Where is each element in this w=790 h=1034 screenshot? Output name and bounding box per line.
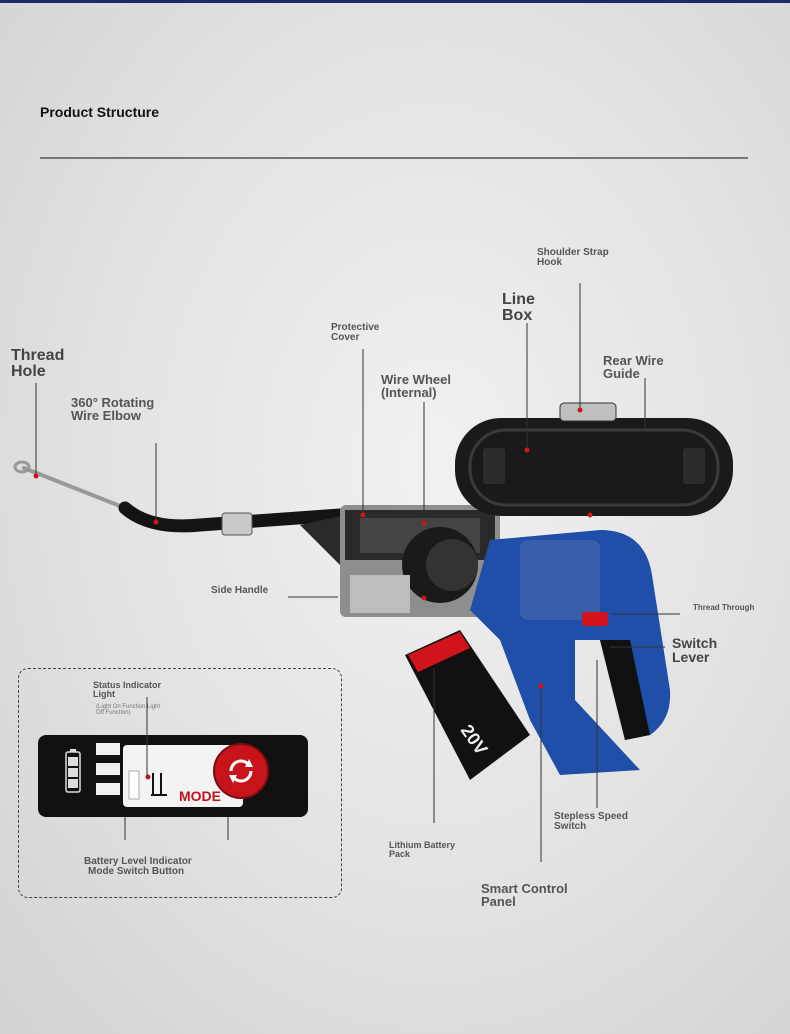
- page-title: Product Structure: [40, 104, 160, 120]
- label-protective-cover: Protective Cover: [331, 322, 380, 343]
- line-box: [455, 402, 733, 516]
- label-status-indicator: Status Indicator Light: [93, 680, 162, 699]
- label-rotating-elbow: 360° Rotating Wire Elbow: [71, 395, 155, 423]
- label-wire-wheel: Wire Wheel (Internal): [381, 372, 451, 400]
- status-indicator-icon: [128, 770, 167, 800]
- wire-elbow-hose: [118, 501, 347, 533]
- battery-pack: 20V: [405, 630, 530, 780]
- label-shoulder-strap-hook: Shoulder Strap Hook: [537, 247, 609, 268]
- label-thread-through: Thread Through: [693, 603, 755, 612]
- battery-level-bar: [96, 743, 120, 755]
- label-line-box: Line Box: [502, 291, 535, 324]
- label-smart-control-panel: Smart Control Panel: [481, 881, 568, 909]
- battery-level-bar: [96, 763, 120, 775]
- thread-rod: [13, 460, 127, 510]
- label-stepless-speed-switch: Stepless Speed Switch: [554, 811, 628, 832]
- motor-housing: [340, 505, 500, 617]
- control-panel: MODE: [38, 735, 308, 817]
- refresh-icon: [229, 759, 253, 783]
- mode-text: MODE: [179, 788, 221, 804]
- title-divider: [40, 157, 748, 159]
- mode-switch-button[interactable]: [213, 743, 269, 799]
- label-side-handle: Side Handle: [211, 585, 269, 596]
- marker-dots: [33, 407, 593, 689]
- label-status-indicator-note: (Light On Function Light Off Function): [96, 704, 161, 716]
- front-bracket: [300, 515, 345, 570]
- control-panel-inset: [18, 668, 342, 898]
- battery-level-bar: [96, 783, 120, 795]
- top-accent-bar: [0, 0, 790, 3]
- main-body: [470, 530, 671, 775]
- leader-lines: [35, 283, 680, 862]
- hose-coupler: [221, 512, 253, 536]
- label-rear-wire-guide: Rear Wire Guide: [603, 353, 664, 381]
- label-lithium-battery-pack: Lithium Battery Pack: [389, 840, 456, 859]
- label-mode-switch-button: Mode Switch Button: [88, 866, 185, 877]
- battery-level-icon: [65, 749, 81, 793]
- label-thread-hole: Thread Hole: [11, 347, 65, 380]
- label-battery-level-indicator: Battery Level Indicator: [84, 856, 192, 867]
- label-switch-lever: Switch Lever: [672, 635, 718, 665]
